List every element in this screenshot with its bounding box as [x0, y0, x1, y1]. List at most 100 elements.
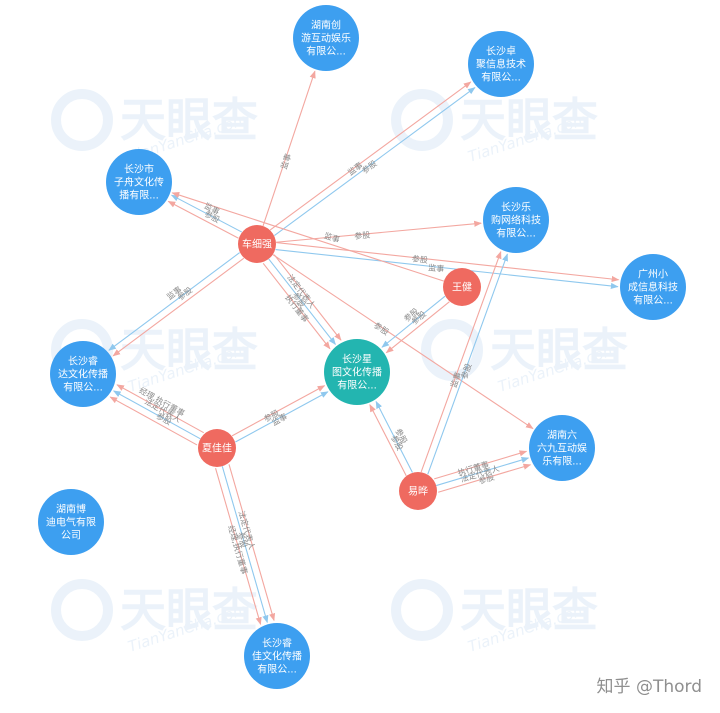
edge-label: 参股: [372, 320, 391, 337]
node-circle[interactable]: [529, 415, 595, 481]
node-label: 有限公...: [633, 294, 673, 307]
relation-edge[interactable]: [228, 464, 276, 622]
relation-edge[interactable]: [434, 450, 528, 480]
edge-label: 监事: [428, 262, 445, 274]
relation-edge[interactable]: [235, 391, 329, 443]
node-label: 有限公...: [337, 379, 377, 392]
node-label: 有限公...: [496, 227, 536, 240]
relation-edge[interactable]: [109, 396, 198, 446]
node-label: 夏佳佳: [202, 442, 232, 455]
node-label: 迪电气有限: [46, 516, 96, 529]
relation-edge[interactable]: [369, 404, 407, 476]
node-circle[interactable]: [399, 472, 437, 510]
relation-edge[interactable]: [221, 466, 269, 624]
node-label: 长沙睿: [262, 637, 292, 650]
node-circle[interactable]: [238, 225, 276, 263]
node-circle[interactable]: [620, 254, 686, 320]
relation-edge[interactable]: [375, 400, 413, 473]
node-label: 有限公...: [306, 45, 346, 58]
node-circle[interactable]: [244, 623, 310, 689]
node-label: 车细强: [242, 238, 272, 251]
relation-edge[interactable]: [231, 385, 326, 437]
node-che-xiqiang[interactable]: 车细强: [238, 225, 276, 263]
node-circle[interactable]: [293, 5, 359, 71]
node-label: 播有限...: [119, 189, 159, 202]
node-circle[interactable]: [50, 341, 116, 407]
relation-edge[interactable]: [108, 252, 241, 351]
edge-label: 监事: [278, 152, 293, 170]
relation-edge[interactable]: [167, 200, 239, 239]
relation-edge[interactable]: [276, 242, 620, 283]
node-label: 易晔: [408, 486, 428, 498]
relation-edge[interactable]: [268, 258, 336, 346]
relation-edge[interactable]: [112, 257, 245, 357]
edge-label: 参股: [477, 472, 495, 486]
relation-edge[interactable]: [427, 253, 508, 475]
node-circle[interactable]: [38, 489, 104, 555]
relation-edge[interactable]: [420, 250, 502, 473]
node-changsha-zhuoju[interactable]: 长沙卓聚信息技术有限公...: [468, 31, 534, 97]
node-changsha-ruida[interactable]: 长沙睿达文化传播有限公...: [50, 341, 116, 407]
relation-edge[interactable]: [215, 468, 262, 626]
edge-label: 参股: [459, 362, 474, 380]
relation-edge[interactable]: [436, 457, 530, 487]
relation-edge[interactable]: [262, 262, 331, 350]
node-label: 长沙市: [124, 163, 154, 176]
relation-edge[interactable]: [274, 87, 476, 236]
node-wang-jian[interactable]: 王健: [443, 268, 481, 306]
node-label: 购网络科技: [491, 214, 541, 227]
node-label: 有限公...: [63, 381, 103, 394]
node-circle[interactable]: [468, 31, 534, 97]
relation-edge[interactable]: [273, 254, 342, 341]
node-label: 乐有限...: [542, 455, 582, 468]
node-label: 湖南博: [56, 503, 86, 516]
relation-edge[interactable]: [269, 81, 472, 231]
relation-edge[interactable]: [112, 390, 201, 440]
relation-edge[interactable]: [272, 254, 534, 429]
node-label: 长沙星: [342, 354, 372, 366]
node-circle[interactable]: [106, 149, 172, 215]
node-label: 湖南六: [547, 429, 577, 442]
relation-edge[interactable]: [385, 301, 450, 354]
node-label: 广州小: [638, 269, 668, 281]
node-circle[interactable]: [443, 268, 481, 306]
node-circle[interactable]: [483, 187, 549, 253]
node-hunan-liujiu[interactable]: 湖南六六九互动娱乐有限...: [529, 415, 595, 481]
node-label: 达文化传播: [58, 368, 108, 381]
node-circle[interactable]: [324, 339, 390, 405]
node-circle[interactable]: [198, 429, 236, 467]
relation-edge[interactable]: [275, 248, 619, 290]
node-label: 长沙睿: [68, 355, 98, 368]
node-label: 有限公...: [257, 663, 297, 676]
relation-edge[interactable]: [438, 463, 532, 493]
node-label: 图文化传播: [332, 366, 382, 379]
credit-watermark: 知乎 @Thord: [596, 677, 702, 697]
node-changsha-legou[interactable]: 长沙乐购网络科技有限公...: [483, 187, 549, 253]
relation-edge[interactable]: [262, 70, 316, 227]
watermark-brand: 天眼查: [460, 583, 598, 637]
relation-edge[interactable]: [170, 194, 243, 233]
node-label: 佳文化传播: [252, 650, 302, 663]
node-xia-jiajia[interactable]: 夏佳佳: [198, 429, 236, 467]
relation-edge[interactable]: [116, 384, 205, 434]
node-changsha-xingtu[interactable]: 长沙星图文化传播有限公...: [324, 339, 390, 405]
node-label: 王健: [452, 282, 472, 294]
node-label: 六九互动娱: [537, 442, 587, 455]
node-label: 长沙乐: [501, 202, 531, 214]
relation-edge[interactable]: [381, 295, 446, 348]
edge-layer: [108, 70, 620, 626]
edge-label: 参股: [235, 531, 249, 549]
relation-edge[interactable]: [275, 220, 482, 243]
node-label: 游互动娱乐: [301, 32, 351, 45]
relation-edge[interactable]: [171, 192, 445, 282]
node-hunan-chuangyou[interactable]: 湖南创游互动娱乐有限公...: [293, 5, 359, 71]
node-guangzhou-xiaocheng[interactable]: 广州小成信息科技有限公...: [620, 254, 686, 320]
node-changsha-zizhou[interactable]: 长沙市子舟文化传播有限...: [106, 149, 172, 215]
node-yi-ye[interactable]: 易晔: [399, 472, 437, 510]
node-changsha-ruijia[interactable]: 长沙睿佳文化传播有限公...: [244, 623, 310, 689]
